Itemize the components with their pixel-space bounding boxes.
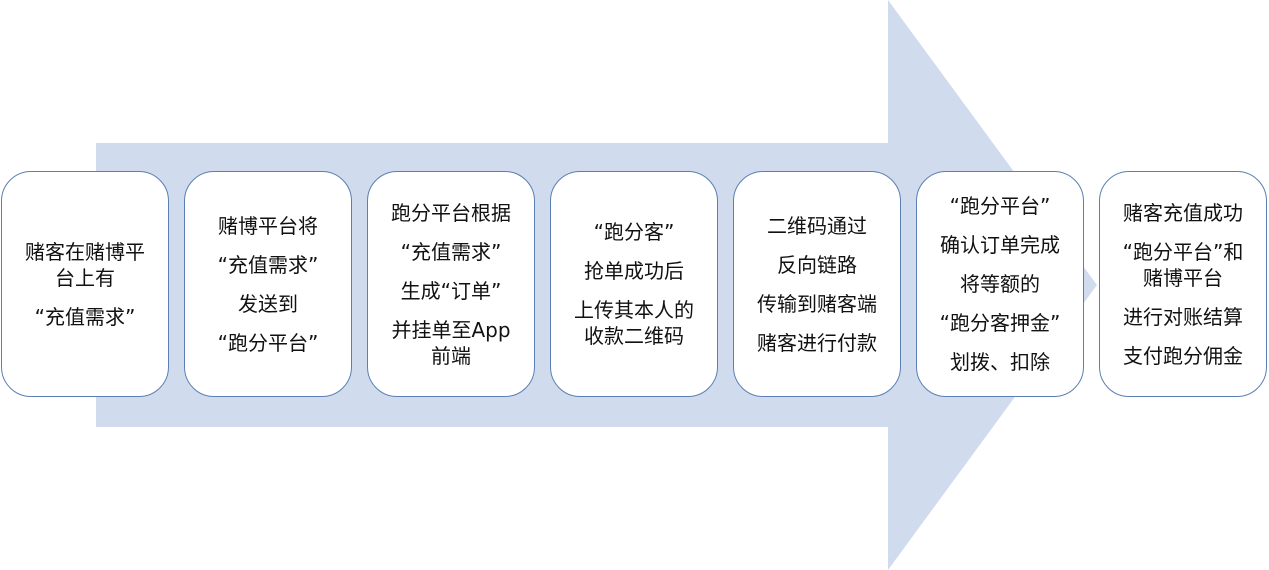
step-6-line-1: “跑分平台” [949,194,1051,218]
step-6-line-5: 划拨、扣除 [950,350,1050,374]
step-2-line-2: “充值需求” [217,252,319,277]
step-5-line-2: 反向链路 [777,252,857,277]
step-7-line-5: 支付跑分佣金 [1123,343,1243,368]
step-3-line-1: 跑分平台根据 [391,200,511,225]
step-4-box: “跑分客” 抢单成功后 上传其本人的 收款二维码 [550,171,718,397]
step-3-line-5: 前端 [431,343,471,368]
step-7-line-1: 赌客充值成功 [1123,200,1243,225]
step-5-box: 二维码通过 反向链路 传输到赌客端 赌客进行付款 [733,171,901,397]
step-2-line-3: 发送到 [238,291,298,316]
step-2-line-1: 赌博平台将 [218,213,318,238]
step-7-box: 赌客充值成功 “跑分平台”和 赌博平台 进行对账结算 支付跑分佣金 [1099,171,1267,397]
step-6-line-3: 将等额的 [960,272,1040,296]
step-3-box: 跑分平台根据 “充值需求” 生成“订单” 并挂单至App 前端 [367,171,535,397]
step-1-line-3: “充值需求” [34,304,136,329]
step-3-line-3: 生成“订单” [400,278,502,303]
step-3-line-2: “充值需求” [400,239,502,264]
step-6-line-4: “跑分客押金” [939,311,1061,335]
step-4-line-4: 收款二维码 [584,324,684,348]
step-2-line-4: “跑分平台” [217,330,319,355]
step-6-line-2: 确认订单完成 [940,233,1060,257]
step-1-box: 赌客在赌博平 台上有 “充值需求” [1,171,169,397]
step-7-line-2: “跑分平台”和 [1122,239,1244,264]
step-3-line-4: 并挂单至App [391,317,511,342]
step-2-box: 赌博平台将 “充值需求” 发送到 “跑分平台” [184,171,352,397]
step-1-line-1: 赌客在赌博平 [25,239,145,264]
step-7-line-4: 进行对账结算 [1123,304,1243,329]
step-5-line-4: 赌客进行付款 [757,330,877,355]
step-4-line-2: 抢单成功后 [584,259,684,283]
step-4-line-1: “跑分客” [593,220,675,244]
step-1-line-2: 台上有 [55,265,115,290]
step-5-line-3: 传输到赌客端 [757,291,877,316]
step-5-line-1: 二维码通过 [767,213,867,238]
step-7-line-3: 赌博平台 [1143,265,1223,290]
step-4-line-3: 上传其本人的 [574,298,694,322]
step-6-box: “跑分平台” 确认订单完成 将等额的 “跑分客押金” 划拨、扣除 [916,171,1084,397]
